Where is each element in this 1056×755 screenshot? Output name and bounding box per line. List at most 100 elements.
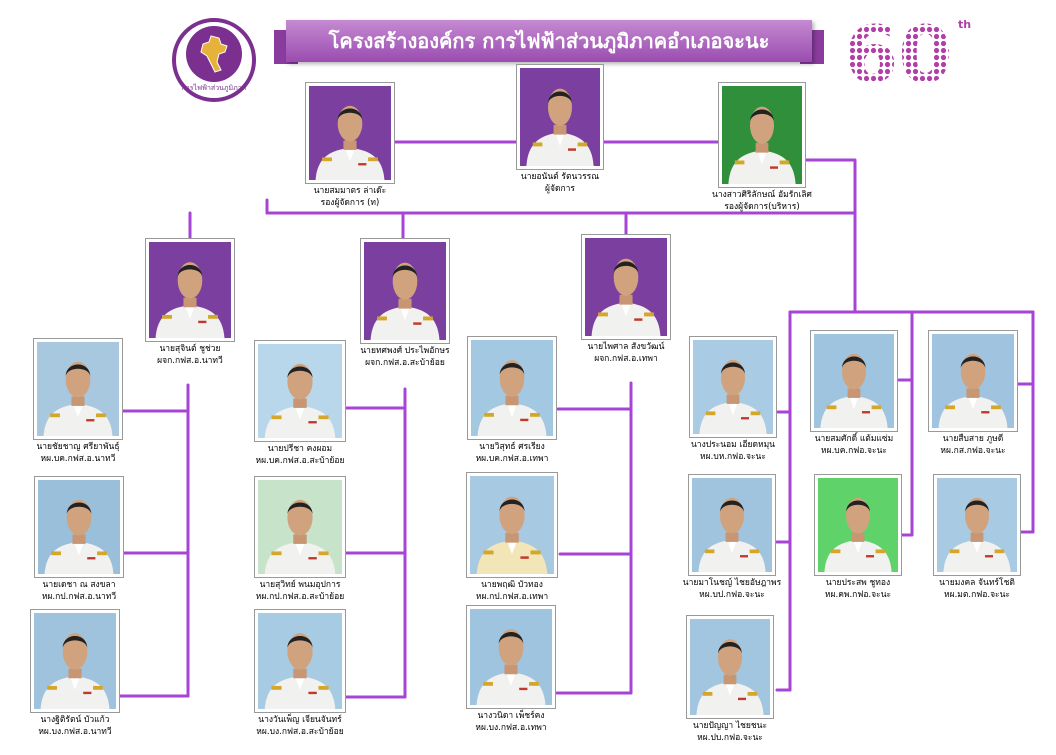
portrait-photo (690, 619, 770, 715)
person-name: นายประสพ ชูทอง (825, 578, 891, 588)
person-name: นายไพศาล สังขวัฒน์ (587, 342, 665, 352)
person-position: ผจก.กฟส.อ.สะบ้าย้อย (365, 358, 445, 368)
photo-frame (254, 340, 346, 442)
portrait-photo (585, 238, 667, 336)
person-card: นายมาโนชญ์ ไชยอัษฎาพรหผ.บป.กฟอ.จะนะ (683, 474, 781, 600)
photo-frame (34, 476, 124, 578)
person-name: นายสมศักดิ์ แต้มแซ่ม (814, 434, 894, 444)
person-card: นายวิสุทธ์ ศรเรียงหผ.บค.กฟส.อ.เทพา (467, 336, 557, 464)
person-card: นายสืบสาย ภูษดีหผ.กส.กฟอ.จะนะ (928, 330, 1018, 456)
portrait-photo (470, 609, 552, 705)
portrait-photo (693, 340, 773, 434)
person-name: นายปรีชา คงผอม (267, 444, 333, 454)
person-name: นายปัญญา ไชยชนะ (692, 721, 768, 731)
person-card: นายปรีชา คงผอมหผ.บค.กฟส.อ.สะบ้าย้อย (254, 340, 346, 466)
photo-frame (516, 64, 604, 170)
portrait-photo (37, 342, 119, 436)
photo-frame (466, 605, 556, 709)
person-position: หผ.บค.กฟอ.จะนะ (821, 446, 887, 456)
anniversary-logo: 60 th (842, 11, 982, 101)
person-card: นายมงคล จันทร์โชติหผ.มต.กฟอ.จะนะ (933, 474, 1021, 600)
photo-frame (33, 338, 123, 440)
portrait-photo (814, 334, 894, 428)
photo-frame (30, 609, 120, 713)
person-card: นายพฤฒิ บัวทองหผ.กป.กฟส.อ.เทพา (466, 472, 558, 602)
person-card: นางสาวศิริลักษณ์ อัมรักเลิศรองผู้จัดการ(… (712, 82, 812, 212)
person-position: หผ.กป.กฟส.อ.นาทวี (41, 592, 117, 602)
logo-caption: การไฟฟ้าส่วนภูมิภาค (181, 84, 247, 92)
person-card: นายสมศักดิ์ แต้มแซ่มหผ.บค.กฟอ.จะนะ (810, 330, 898, 456)
photo-frame (814, 474, 902, 576)
photo-frame (688, 474, 776, 576)
person-position: หผ.กป.กฟส.อ.สะบ้าย้อย (255, 592, 345, 602)
person-card: นายสมมาตร ล่าเด๊ะรองผู้จัดการ (ท) (305, 82, 395, 208)
person-card: นายทศพงศ์ ประไพอักษรผจก.กฟส.อ.สะบ้าย้อย (360, 238, 450, 368)
photo-frame (305, 82, 395, 184)
person-position: หผ.กป.กฟส.อ.เทพา (475, 592, 549, 602)
person-position: หผ.บค.กฟส.อ.นาทวี (40, 454, 116, 464)
anniversary-suffix: th (958, 18, 971, 31)
person-name: นางสาวศิริลักษณ์ อัมรักเลิศ (712, 190, 812, 200)
pea-logo: การไฟฟ้าส่วนภูมิภาค (172, 18, 256, 102)
person-name: นายสมมาตร ล่าเด๊ะ (313, 186, 387, 196)
photo-frame (360, 238, 450, 344)
person-name: นายสุวิทย์ พนมอุปการ (259, 580, 341, 590)
portrait-photo (932, 334, 1014, 428)
portrait-photo (937, 478, 1017, 572)
person-card: นายอนันต์ รัตนวรรณผู้จัดการ (516, 64, 604, 194)
photo-frame (810, 330, 898, 432)
person-position: หผ.คพ.กฟอ.จะนะ (824, 590, 892, 600)
person-card: นายประสพ ชูทองหผ.คพ.กฟอ.จะนะ (814, 474, 902, 600)
person-card: นายไพศาล สังขวัฒน์ผจก.กฟส.อ.เทพา (581, 234, 671, 364)
portrait-photo (258, 480, 342, 574)
person-card: นางประนอม เอียดหมุนหผ.บห.กฟอ.จะนะ (689, 336, 777, 462)
person-position: หผ.กส.กฟอ.จะนะ (940, 446, 1006, 456)
anniversary-number: 60 (844, 12, 953, 88)
person-card: นายสุวิทย์ พนมอุปการหผ.กป.กฟส.อ.สะบ้าย้อ… (254, 476, 346, 602)
person-name: นายมาโนชญ์ ไชยอัษฎาพร (682, 578, 782, 588)
portrait-photo (722, 86, 802, 184)
person-name: นางประนอม เอียดหมุน (690, 440, 775, 450)
photo-frame (254, 609, 346, 713)
portrait-photo (818, 478, 898, 572)
person-card: นายสุจินต์ ชูช่วยผจก.กฟส.อ.นาทวี (145, 238, 235, 366)
person-name: นางฐิติรัตน์ บัวแก้ว (40, 715, 110, 725)
person-name: นายสืบสาย ภูษดี (942, 434, 1004, 444)
person-position: หผ.มต.กฟอ.จะนะ (943, 590, 1010, 600)
photo-frame (933, 474, 1021, 576)
person-name: นายทศพงศ์ ประไพอักษร (360, 346, 450, 356)
person-card: นายชัยชาญ ศรียาพันธุ์หผ.บค.กฟส.อ.นาทวี (33, 338, 123, 464)
person-position: หผ.บค.กฟส.อ.สะบ้าย้อย (255, 456, 345, 466)
person-position: หผ.บป.กฟอ.จะนะ (699, 590, 765, 600)
portrait-photo (38, 480, 120, 574)
photo-frame (466, 472, 558, 578)
person-position: หผ.บง.กฟส.อ.สะบ้าย้อย (256, 727, 344, 737)
portrait-photo (149, 242, 231, 338)
person-card: นางฐิติรัตน์ บัวแก้วหผ.บง.กฟส.อ.นาทวี (30, 609, 120, 737)
person-name: นายอนันต์ รัตนวรรณ (520, 172, 600, 182)
person-position: หผ.บค.กฟส.อ.เทพา (475, 454, 549, 464)
page-title: โครงสร้างองค์กร การไฟฟ้าส่วนภูมิภาคอำเภอ… (286, 20, 812, 62)
portrait-photo (471, 340, 553, 436)
photo-frame (254, 476, 346, 578)
person-name: นายพฤฒิ บัวทอง (481, 580, 543, 590)
person-name: นายชัยชาญ ศรียาพันธุ์ (36, 442, 120, 452)
person-position: รองผู้จัดการ(บริหาร) (724, 202, 800, 212)
portrait-photo (258, 344, 342, 438)
person-card: นายเดชา ณ สงขลาหผ.กป.กฟส.อ.นาทวี (34, 476, 124, 602)
portrait-photo (520, 68, 600, 166)
person-position: หผ.ปบ.กฟอ.จะนะ (697, 733, 763, 743)
person-name: นางวนิดา เพ็ชร์คง (477, 711, 545, 721)
person-name: นายเดชา ณ สงขลา (42, 580, 116, 590)
portrait-photo (470, 476, 554, 574)
person-card: นางวันเพ็ญ เจียนจันทร์หผ.บง.กฟส.อ.สะบ้าย… (254, 609, 346, 737)
portrait-photo (309, 86, 391, 180)
person-position: หผ.บง.กฟส.อ.เทพา (475, 723, 547, 733)
photo-frame (581, 234, 671, 340)
person-name: นายมงคล จันทร์โชติ (939, 578, 1015, 588)
photo-frame (686, 615, 774, 719)
photo-frame (467, 336, 557, 440)
person-name: นายวิสุทธ์ ศรเรียง (479, 442, 545, 452)
person-position: ผู้จัดการ (545, 184, 575, 194)
